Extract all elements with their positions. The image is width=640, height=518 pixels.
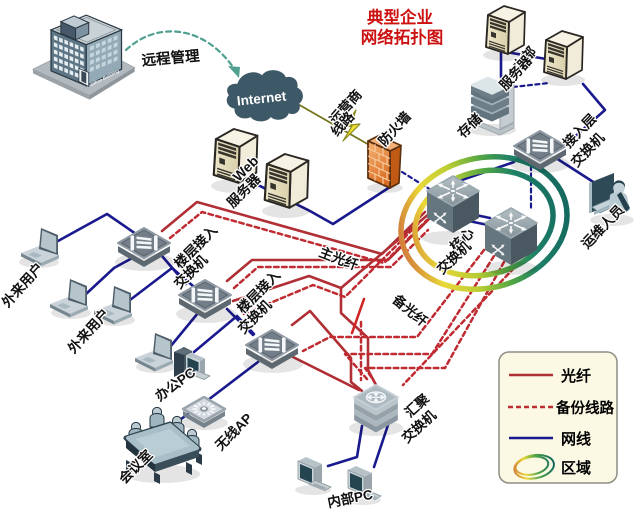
svg-text:典型企业: 典型企业 (367, 7, 433, 27)
svg-text:备份线路: 备份线路 (555, 399, 614, 417)
svg-text:网络拓扑图: 网络拓扑图 (361, 27, 444, 47)
svg-text:Internet: Internet (236, 88, 287, 108)
svg-text:网线: 网线 (561, 430, 591, 448)
svg-text:区域: 区域 (561, 459, 591, 477)
svg-text:光纤: 光纤 (560, 367, 591, 385)
